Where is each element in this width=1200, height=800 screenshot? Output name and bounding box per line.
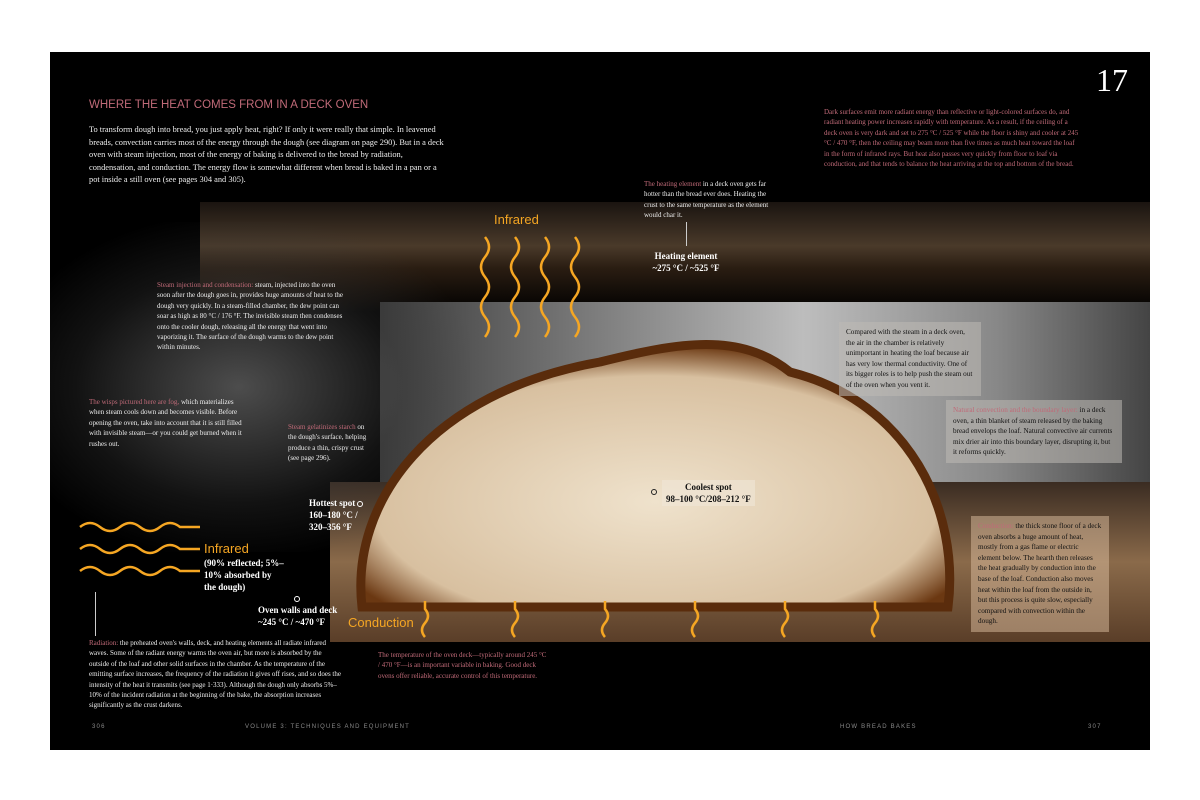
- note-lead: Radiation:: [89, 639, 119, 647]
- steam-note: Steam injection and condensation: steam,…: [157, 280, 347, 353]
- radiation-note: Radiation: the preheated oven's walls, d…: [89, 638, 341, 711]
- conduction-note: Conduction: the thick stone floor of a d…: [971, 516, 1109, 632]
- hottest-spot-marker: [357, 501, 363, 507]
- label-title: Heating element: [654, 251, 718, 261]
- infrared-arrows-top: [479, 236, 581, 338]
- walls-marker: [294, 596, 300, 602]
- label-title: Oven walls and deck: [258, 605, 338, 615]
- left-running-title: VOLUME 3: TECHNIQUES AND EQUIPMENT: [245, 724, 411, 730]
- right-running-title: HOW BREAD BAKES: [840, 724, 917, 730]
- label-value: ~275 °C / ~525 °F: [652, 263, 720, 273]
- label-value: 320–356 °F: [309, 522, 352, 532]
- note-lead: Natural convection and the boundary laye…: [953, 406, 1078, 414]
- label-value: ~245 °C / ~470 °F: [258, 617, 326, 627]
- fog-note: The wisps pictured here are fog, which m…: [89, 397, 249, 449]
- air-note: Compared with the steam in a deck oven, …: [839, 322, 981, 396]
- gelatinize-note: Steam gelatinizes starch on the dough's …: [288, 422, 370, 464]
- boundary-layer-note: Natural convection and the boundary laye…: [946, 400, 1122, 463]
- note-text: which materializes when steam cools down…: [89, 398, 242, 448]
- intro-paragraph: To transform dough into bread, you just …: [89, 125, 444, 185]
- note-lead: Steam injection and condensation:: [157, 281, 254, 289]
- conduction-arrows: [420, 601, 880, 638]
- radiation-leader: [95, 592, 96, 636]
- note-lead: Steam gelatinizes starch: [288, 423, 356, 431]
- book-spread: 17 WHERE THE HEAT COMES FROM IN A DECK O…: [50, 52, 1150, 750]
- heating-element-label: Heating element ~275 °C / ~525 °F: [650, 250, 722, 274]
- hottest-spot-label: Hottest spot 160–180 °C / 320–356 °F: [309, 497, 358, 533]
- note-text: the thick stone floor of a deck oven abs…: [978, 522, 1102, 626]
- left-page-number: 306: [92, 724, 106, 730]
- coolest-spot-label: Coolest spot 98–100 °C/208–212 °F: [662, 480, 755, 506]
- deck-temp-note: The temperature of the oven deck—typical…: [378, 651, 547, 680]
- dark-surfaces-note: Dark surfaces emit more radiant energy t…: [824, 108, 1079, 169]
- note-lead: Conduction:: [978, 522, 1014, 530]
- infrared-top-label: Infrared: [494, 212, 539, 227]
- infrared-side-note: (90% reflected; 5%–10% absorbed by the d…: [204, 558, 284, 592]
- conduction-label: Conduction: [348, 615, 414, 630]
- infrared-side-label: Infrared: [204, 541, 249, 556]
- oven-walls-label: Oven walls and deck ~245 °C / ~470 °F: [258, 604, 337, 628]
- page-title: WHERE THE HEAT COMES FROM IN A DECK OVEN: [89, 99, 369, 111]
- heating-element-leader: [686, 222, 687, 246]
- infrared-arrows-side: [79, 521, 200, 577]
- label-value: 160–180 °C /: [309, 510, 358, 520]
- label-title: Hottest spot: [309, 498, 356, 508]
- label-title: Coolest spot: [684, 482, 732, 492]
- note-text: steam, injected into the oven soon after…: [157, 281, 344, 352]
- note-text: in a deck oven gets far hotter than the …: [644, 180, 769, 220]
- bread-loaf: [356, 340, 955, 612]
- chapter-number: 17: [1096, 62, 1128, 98]
- note-lead: The heating element: [644, 180, 702, 188]
- note-text: the preheated oven's walls, deck, and he…: [89, 639, 341, 710]
- note-text: in a deck oven, a thin blanket of steam …: [953, 406, 1113, 457]
- right-page-number: 307: [1088, 724, 1102, 730]
- label-value: 98–100 °C/208–212 °F: [666, 494, 751, 504]
- note-lead: The wisps pictured here are fog,: [89, 398, 180, 406]
- note-text: on the dough's surface, helping produce …: [288, 423, 367, 463]
- coolest-spot-marker: [651, 489, 657, 495]
- heating-element-note: The heating element in a deck oven gets …: [644, 179, 776, 221]
